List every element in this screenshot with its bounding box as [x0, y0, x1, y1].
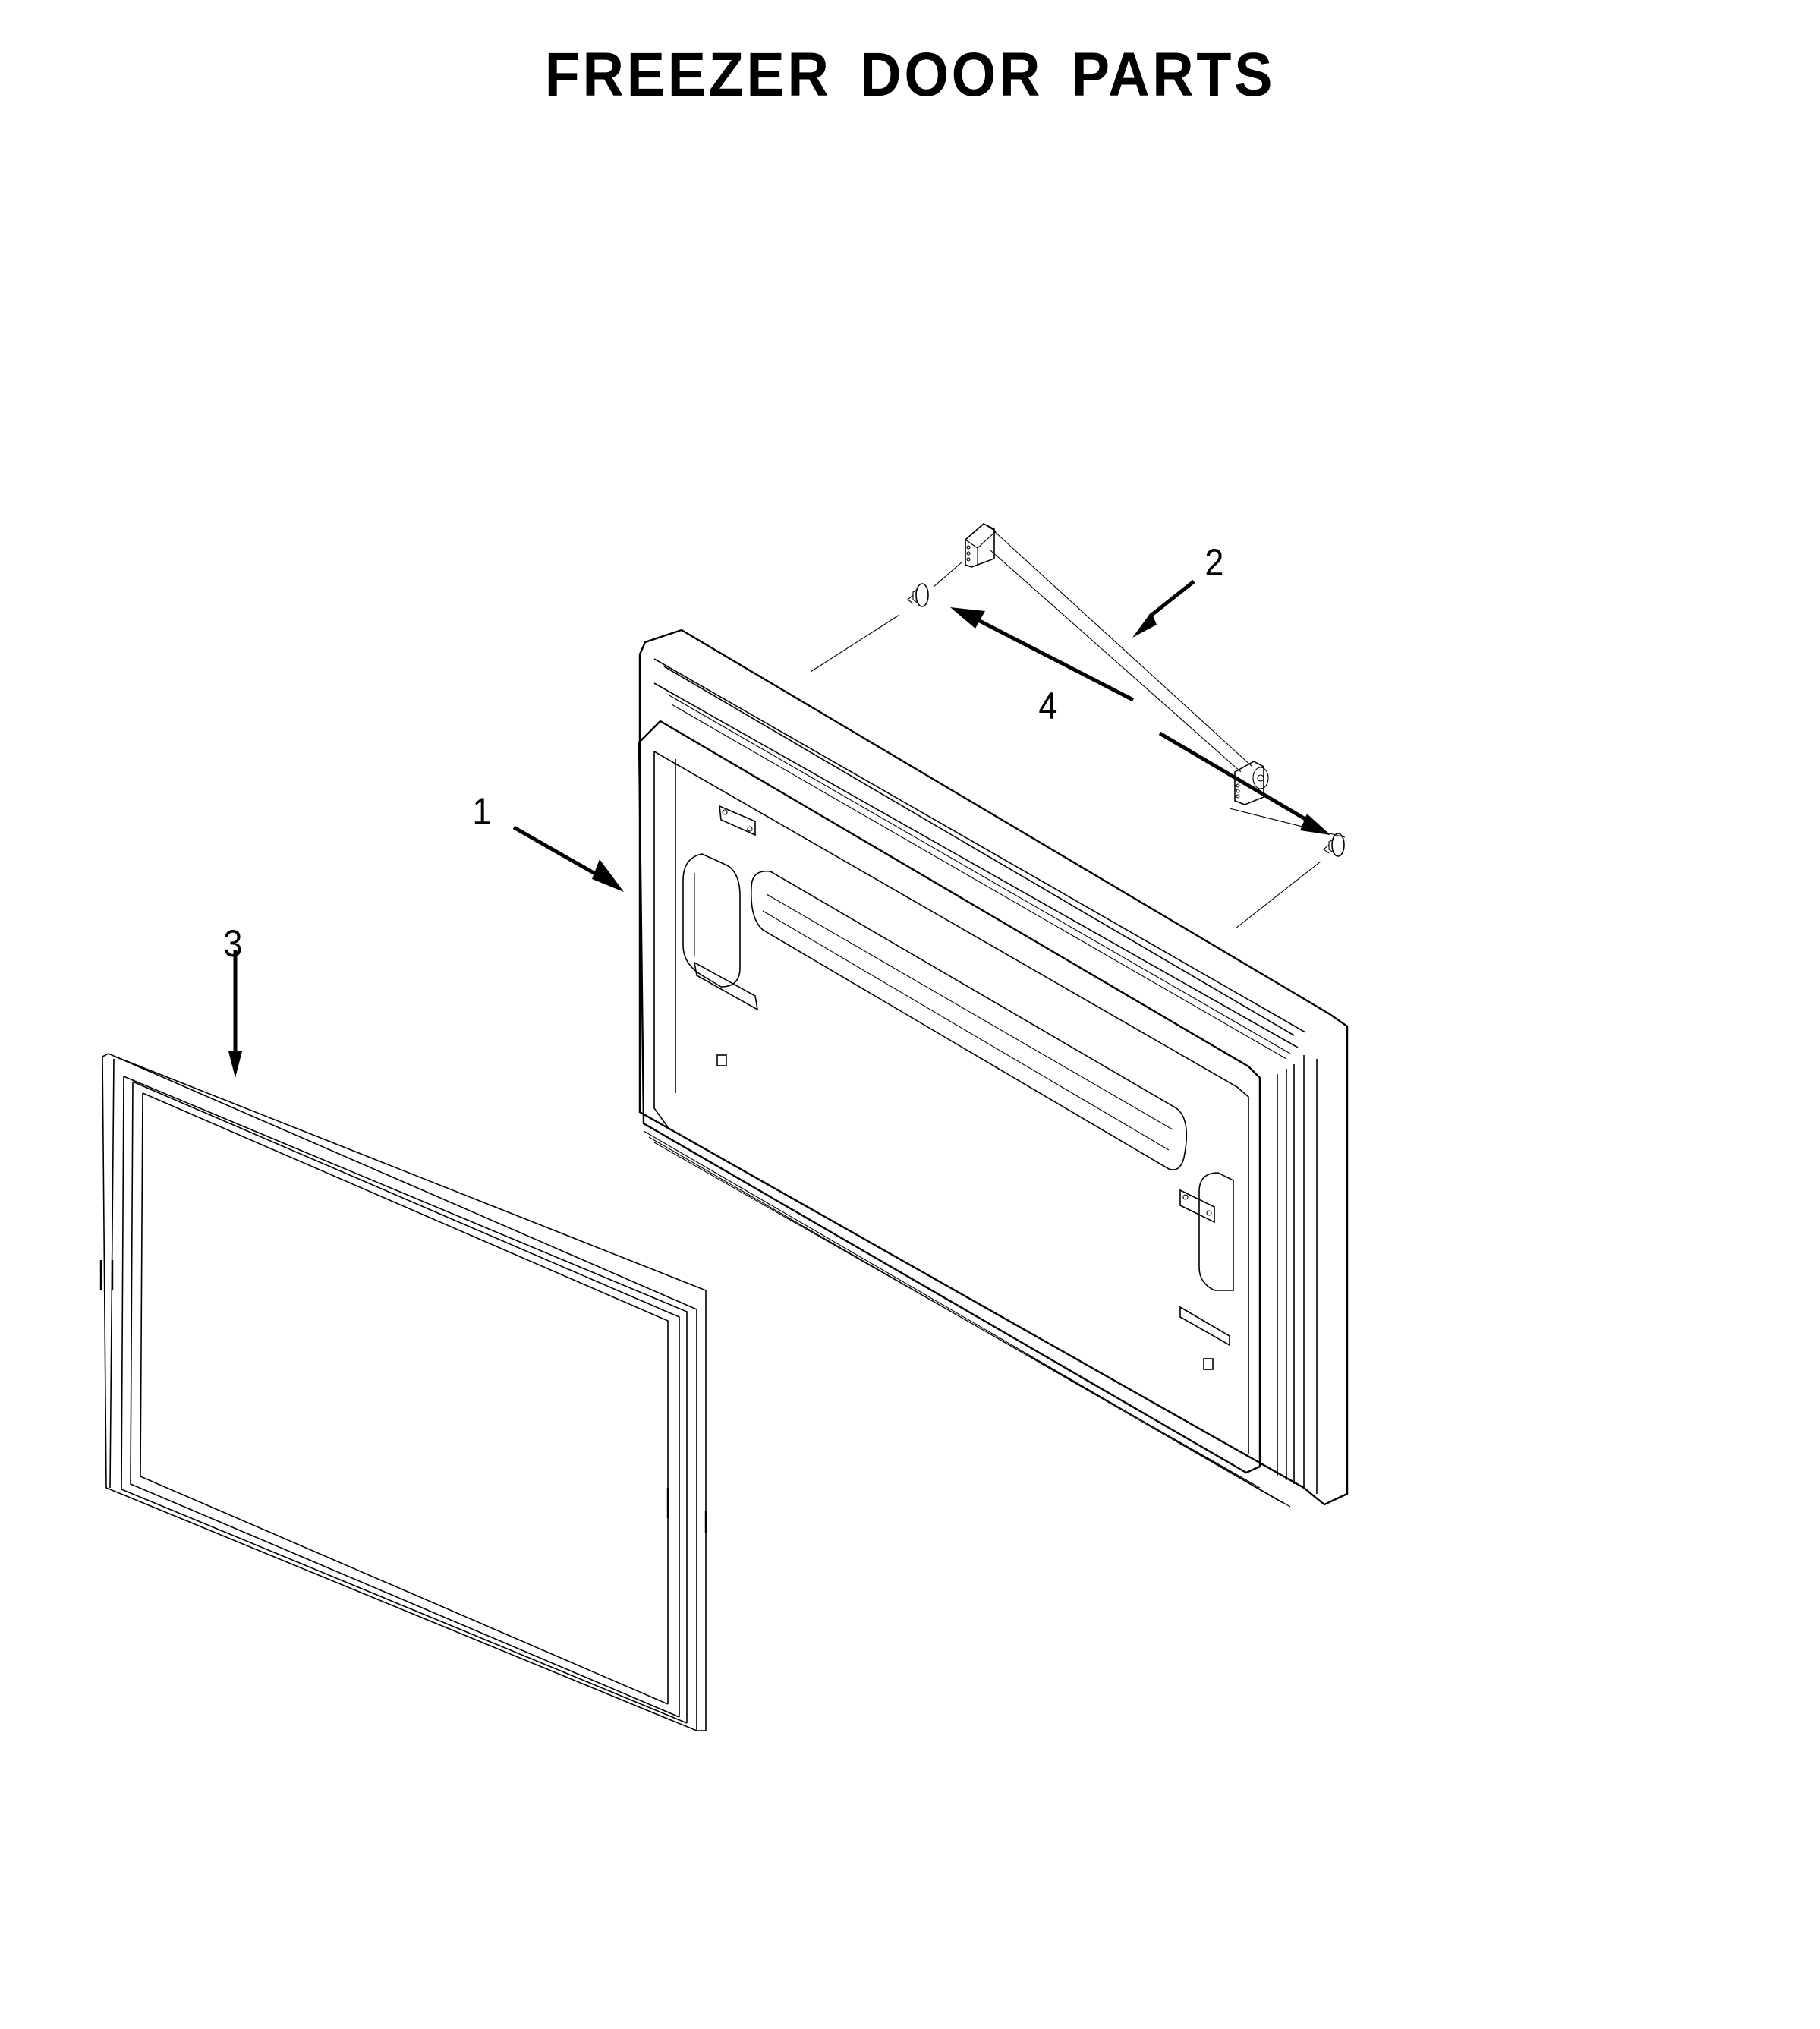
callout-4-label: 4 [1038, 685, 1058, 727]
mounting-stud-lower[interactable] [1323, 833, 1345, 857]
door-handle-part[interactable] [965, 523, 1269, 805]
callout-1-label: 1 [472, 790, 492, 833]
callout-4-lower-arrow [1158, 731, 1315, 826]
freezer-door-part[interactable] [638, 629, 1349, 1508]
callout-3-label: 3 [223, 922, 243, 965]
callout-2-label: 2 [1204, 541, 1224, 584]
callout-1-arrow [512, 825, 609, 883]
callout-2-arrow [1148, 580, 1195, 618]
page-title: FREEZER DOOR PARTS [544, 40, 1276, 109]
mounting-stud-upper[interactable] [907, 583, 929, 607]
door-gasket-part[interactable] [99, 1053, 707, 1731]
callout-4-upper-arrow [974, 616, 1135, 702]
